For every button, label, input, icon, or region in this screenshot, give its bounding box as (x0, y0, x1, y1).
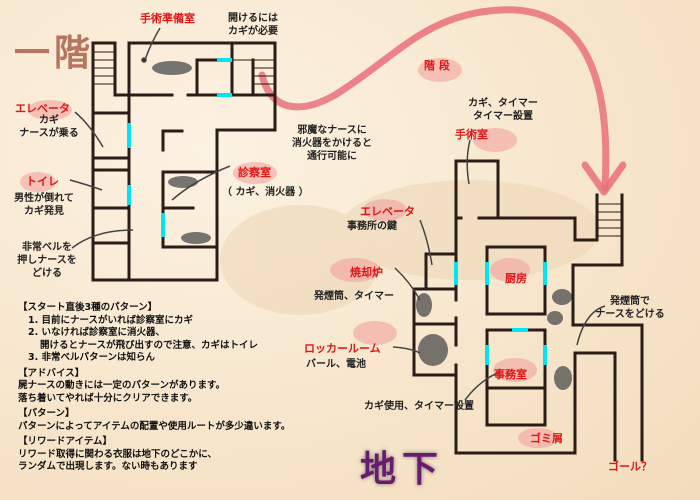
label-office: 事務室 (494, 368, 527, 381)
pattern-line: パターンによってアイテムの配置や使用ルートが多少違います。 (18, 420, 291, 432)
advice-line: 落ち着いてやれば十分にクリアできます。 (18, 392, 198, 404)
note-incinerator: 発煙筒、タイマー (314, 291, 394, 302)
nurse-markers (152, 61, 572, 390)
route-arrow (258, 6, 610, 192)
label-elevator-1f: エレベータ (15, 102, 70, 115)
label-locker-room: ロッカールーム (304, 342, 381, 355)
reward-line: ランダムで出現します。ない時もあります (18, 461, 198, 472)
start-item: 2. いなければ診察室に消火器、 (28, 327, 166, 338)
basement-title: 地下 (360, 448, 445, 490)
label-kitchen: 厨房 (505, 272, 527, 285)
note-elevator-b1: 事務所の鍵 (347, 221, 397, 232)
label-surgery-prep-room: 手術準備室 (140, 12, 195, 25)
walls (91, 41, 644, 462)
reward-line: リワード取得に関わる衣服は地下のどこかに、 (18, 448, 217, 460)
note-office: カギ使用、タイマー設置 (364, 401, 474, 412)
label-stairs: 階 段 (424, 59, 450, 72)
first-floor-title: 一階 (14, 32, 95, 74)
label-elevator-b1: エレベータ (360, 205, 415, 218)
label-trash: ゴミ屑 (530, 432, 563, 445)
label-highlights (20, 58, 558, 448)
background-blotches (220, 180, 600, 315)
label-incinerator: 焼却炉 (350, 266, 383, 279)
start-item: 開けるとナースが飛び出すので注意、カギはトイレ (40, 339, 259, 351)
note-locker-room: バール、電池 (306, 359, 366, 370)
note-smoke: 発煙筒でナースをどける (595, 296, 665, 320)
guide-notes: 【スタート直後3種のパターン】 1. 目前にナースがいれば診察室にカギ 2. い… (18, 302, 290, 474)
pointer-lines (69, 27, 606, 401)
start-heading: 【スタート直後3種のパターン】 (18, 302, 158, 313)
label-toilet: トイレ (26, 175, 59, 188)
label-exam-room: 診察室 (238, 166, 271, 179)
note-key-needed: 開けるにはカギが必要 (228, 13, 278, 37)
advice-line: 屍ナースの動きには一定のパターンがあります。 (18, 380, 226, 391)
start-item: 1. 目前にナースがいれば診察室にカギ (28, 314, 194, 326)
label-surgery-room: 手術室 (455, 128, 488, 141)
note-exam-room: （ カギ、消火器 ） (222, 187, 309, 198)
note-toilet: 男性が倒れてカギ発見 (14, 193, 74, 217)
route-arrowhead-icon (581, 161, 627, 196)
label-goal: ゴール？ (608, 460, 652, 473)
advice-heading: 【アドバイス】 (18, 367, 85, 379)
doors (127, 58, 547, 365)
note-elevator-1f: カギナースが乗る (19, 115, 79, 139)
stairs (93, 51, 622, 237)
note-alarm: 非常ベルを押しナースをどける (17, 242, 77, 279)
note-surgery: カギ、タイマータイマー設置 (468, 98, 538, 122)
reward-heading: 【リワードアイテム】 (18, 436, 113, 447)
note-extinguisher: 邪魔なナースに消火器をかけると通行可能に (292, 125, 372, 162)
start-item: 3. 非常ベルパターンは知らん (28, 352, 156, 363)
pattern-heading: 【パターン】 (18, 408, 75, 419)
